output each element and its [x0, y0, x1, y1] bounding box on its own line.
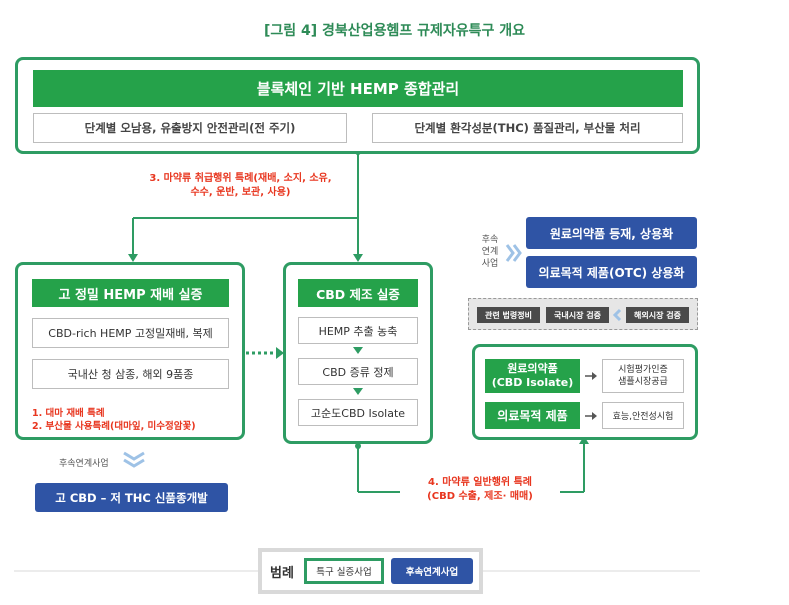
mid-step-extract: HEMP 추출 농축: [298, 317, 418, 344]
top-item-safety: 단계별 오남용, 유출방지 안전관리(전 주기): [33, 113, 347, 143]
special-3-line1: 3. 마약류 취급행위 특례(재배, 소지, 소유,: [149, 173, 332, 184]
validation-row: 관련 법령정비 국내시장 검증 해외시장 검증: [468, 298, 698, 330]
double-chevron-right-icon: [505, 244, 522, 262]
right-item-api: 원료의약품 (CBD Isolate): [485, 359, 580, 393]
right-item-api-note: 시험평가인증 샘플시장공급: [602, 359, 684, 393]
legend-item-demo: 특구 실증사업: [304, 558, 384, 584]
legend-item-follow: 후속연계사업: [391, 558, 473, 584]
top-box: 블록체인 기반 HEMP 종합관리 단계별 오남용, 유출방지 안전관리(전 주…: [15, 57, 700, 154]
mid-header: CBD 제조 실증: [298, 279, 418, 307]
top-item-quality: 단계별 환각성분(THC) 품질관리, 부산물 처리: [372, 113, 683, 143]
right-item-api-note-line1: 시험평가인증: [618, 365, 668, 375]
right-item-medical-note: 효능,안전성시험: [602, 402, 684, 429]
special-3-note: 3. 마약류 취급행위 특례(재배, 소지, 소유, 수수, 운반, 보관, 사…: [133, 172, 348, 212]
right-box: 원료의약품 (CBD Isolate) 시험평가인증 샘플시장공급 의료목적 제…: [472, 344, 698, 440]
mid-step-distill: CBD 증류 정제: [298, 358, 418, 385]
left-note-1: 1. 대마 재배 특례: [32, 408, 105, 419]
tag-law: 관련 법령정비: [477, 307, 540, 323]
special-4-note: 4. 마약류 일반행위 특례 (CBD 수출, 제조· 매매): [400, 476, 560, 512]
right-follow-label-line3: 사업: [481, 259, 499, 269]
right-item-api-line1: 원료의약품: [507, 362, 558, 375]
chevron-left-icon: [612, 308, 622, 322]
mid-box: CBD 제조 실증 HEMP 추출 농축 CBD 증류 정제 고순도CBD Is…: [283, 262, 433, 444]
left-header: 고 정밀 HEMP 재배 실증: [32, 279, 229, 307]
left-follow-box: 고 CBD – 저 THC 신품종개발: [35, 483, 228, 512]
arrow-right-icon: [585, 412, 597, 420]
down-arrow-icon: [353, 347, 363, 354]
mid-step-isolate: 고순도CBD Isolate: [298, 399, 418, 426]
right-follow-label-line1: 후속: [481, 235, 499, 245]
top-header: 블록체인 기반 HEMP 종합관리: [33, 70, 683, 107]
legend: 범례 특구 실증사업 후속연계사업: [258, 548, 483, 594]
right-item-api-note-line2: 샘플시장공급: [618, 377, 668, 387]
right-follow-label: 후속 연계 사업: [476, 234, 504, 270]
right-item-api-line2: (CBD Isolate): [491, 376, 574, 389]
left-follow-label: 후속연계사업: [59, 459, 109, 469]
arrow-right-icon: [585, 372, 597, 380]
special-4-line2: (CBD 수출, 제조· 매매): [427, 491, 533, 502]
double-chevron-down-icon: [123, 451, 145, 468]
left-item-cultivation: CBD-rich HEMP 고정밀재배, 복제: [32, 318, 229, 348]
left-note-2: 2. 부산물 사용특례(대마잎, 미수정암꽃): [32, 421, 196, 432]
figure-title: [그림 4] 경북산업용헴프 규제자유특구 개요: [264, 23, 525, 39]
left-box: 고 정밀 HEMP 재배 실증 CBD-rich HEMP 고정밀재배, 복제 …: [15, 262, 245, 440]
special-3-line2: 수수, 운반, 보관, 사용): [190, 187, 291, 198]
special-4-line1: 4. 마약류 일반행위 특례: [427, 477, 532, 488]
tag-domestic: 국내시장 검증: [546, 307, 609, 323]
tag-overseas: 해외시장 검증: [626, 307, 689, 323]
left-item-varieties: 국내산 청 삼종, 해외 9품종: [32, 359, 229, 389]
right-follow-box-2: 의료목적 제품(OTC) 상용화: [526, 256, 697, 288]
right-follow-box-1: 원료의약품 등재, 상용화: [526, 217, 697, 249]
right-item-medical: 의료목적 제품: [485, 402, 580, 429]
down-arrow-icon: [353, 388, 363, 395]
legend-label: 범례: [270, 566, 294, 581]
right-follow-label-line2: 연계: [481, 247, 499, 257]
